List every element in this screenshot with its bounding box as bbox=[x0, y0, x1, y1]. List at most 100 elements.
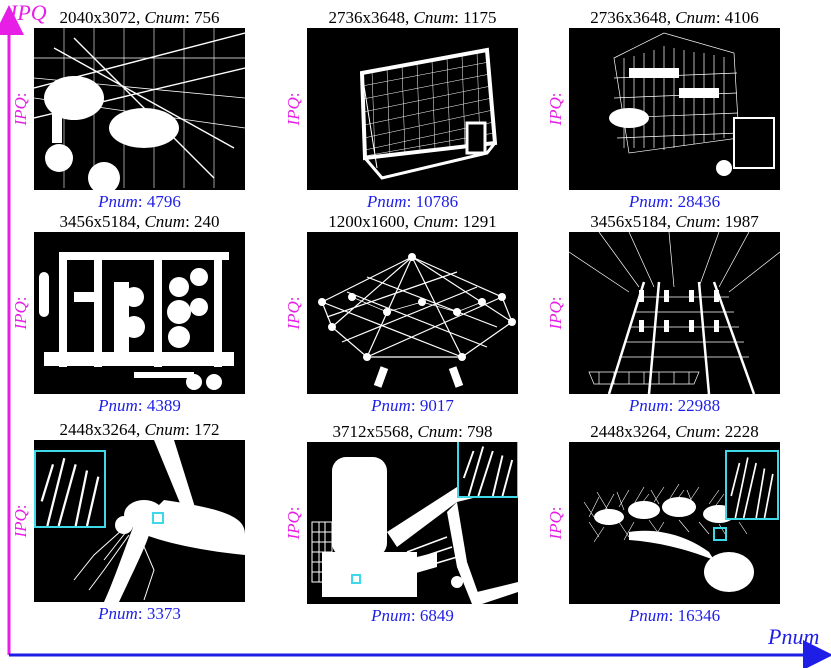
cnum-value: 172 bbox=[194, 420, 220, 439]
mask-image-birdcage bbox=[569, 28, 780, 190]
cnum-label: Cnum bbox=[413, 212, 454, 231]
pnum-value: 9017 bbox=[419, 396, 454, 415]
pnum-value: 4389 bbox=[146, 396, 181, 415]
pnum-value: 28436 bbox=[677, 192, 721, 211]
ipq-caption: IPQ: 317.43 bbox=[10, 28, 115, 190]
ipq-caption: IPQ: 897.43 bbox=[545, 442, 650, 604]
caption-bottom: Pnum: 10786 bbox=[366, 192, 459, 211]
caption-top: 2448x3264, Cnum: 172 bbox=[59, 420, 220, 439]
pnum-value: 3373 bbox=[146, 604, 181, 623]
caption-top: 3712x5568, Cnum: 798 bbox=[332, 422, 493, 441]
ipq-label: IPQ bbox=[11, 97, 30, 126]
mask-image-bonsai-tree bbox=[569, 442, 780, 604]
pnum-label: Pnum bbox=[371, 606, 411, 625]
resolution: 2448x3264 bbox=[590, 422, 667, 441]
mask-image-gym-rack bbox=[34, 232, 245, 394]
ipq-label: IPQ bbox=[284, 301, 303, 330]
pnum-value: 16346 bbox=[677, 606, 721, 625]
resolution: 2736x3648 bbox=[590, 8, 667, 27]
ipq-label: IPQ bbox=[546, 511, 565, 540]
caption-bottom: Pnum: 4796 bbox=[98, 192, 181, 211]
ipq-label: IPQ bbox=[284, 511, 303, 540]
zoom-inset bbox=[34, 450, 106, 528]
cnum-label: Cnum bbox=[417, 422, 459, 441]
cnum-label: Cnum bbox=[144, 212, 186, 231]
ipq-caption: IPQ: 1278.65 bbox=[283, 232, 393, 394]
ipq-caption: IPQ: 2617.69 bbox=[545, 28, 655, 190]
zoom-inset bbox=[725, 450, 779, 520]
cnum-label: Cnum bbox=[144, 420, 186, 439]
pnum-value: 6849 bbox=[419, 606, 454, 625]
ipq-caption: IPQ: 60.54 bbox=[283, 442, 384, 604]
pnum-value: 22988 bbox=[677, 396, 721, 415]
ipq-label: IPQ bbox=[11, 509, 30, 538]
cnum-label: Cnum bbox=[413, 8, 455, 27]
resolution: 3456x5184 bbox=[590, 212, 667, 231]
mask-image-power-tower bbox=[569, 232, 780, 394]
ipq-caption: IPQ: 1764.99 bbox=[545, 232, 655, 394]
pnum-label: Pnum bbox=[628, 396, 669, 415]
pnum-label: Pnum bbox=[371, 396, 411, 415]
pnum-label: Pnum bbox=[628, 606, 669, 625]
cnum-value: 4106 bbox=[724, 8, 759, 27]
pnum-value: 4796 bbox=[146, 192, 181, 211]
cnum-value: 798 bbox=[467, 422, 493, 441]
zoom-marker bbox=[713, 527, 727, 541]
caption-top: 1200x1600, Cnum: 1291 bbox=[328, 212, 497, 231]
cnum-value: 1175 bbox=[463, 8, 497, 27]
resolution: 3456x5184 bbox=[59, 212, 136, 231]
cnum-value: 1291 bbox=[462, 212, 497, 231]
caption-top: 2736x3648, Cnum: 4106 bbox=[590, 8, 759, 27]
pnum-label: Pnum bbox=[628, 192, 669, 211]
mask-image-biplane-wireframe bbox=[34, 28, 245, 190]
caption-bottom: Pnum: 28436 bbox=[628, 192, 721, 211]
cnum-label: Cnum bbox=[675, 212, 716, 231]
zoom-marker bbox=[152, 512, 164, 524]
caption-top: 2736x3648, Cnum: 1175 bbox=[328, 8, 497, 27]
caption-bottom: Pnum: 6849 bbox=[371, 606, 454, 625]
ipq-label: IPQ bbox=[546, 97, 565, 126]
caption-bottom: Pnum: 4389 bbox=[98, 396, 181, 415]
mask-image-dragonfly bbox=[34, 440, 245, 602]
pnum-label: Pnum bbox=[366, 192, 407, 211]
cnum-label: Cnum bbox=[675, 422, 716, 441]
ipq-caption: IPQ: 105.57 bbox=[10, 232, 115, 394]
mask-image-rope-climbing-net bbox=[307, 232, 518, 394]
caption-bottom: Pnum: 16346 bbox=[628, 606, 721, 625]
caption-top: 2040x3072, Cnum: 756 bbox=[59, 8, 220, 27]
ipq-axis-label: IPQ bbox=[10, 0, 47, 25]
ipq-caption: IPQ: 2425.28 bbox=[283, 28, 393, 190]
resolution: 2736x3648 bbox=[328, 8, 406, 27]
caption-top: 2448x3264, Cnum: 2228 bbox=[590, 422, 759, 441]
mask-image-soccer-goal-net bbox=[307, 28, 518, 190]
ipq-label: IPQ bbox=[284, 97, 303, 126]
pnum-label: Pnum bbox=[98, 192, 138, 211]
caption-bottom: Pnum: 22988 bbox=[628, 396, 721, 415]
cnum-value: 1987 bbox=[724, 212, 759, 231]
ipq-label: IPQ bbox=[546, 301, 565, 330]
pnum-label: Pnum bbox=[98, 604, 138, 623]
cnum-value: 2228 bbox=[724, 422, 759, 441]
caption-top: 3456x5184, Cnum: 240 bbox=[59, 212, 220, 231]
ipq-caption: IPQ: 40.97 bbox=[10, 440, 111, 602]
resolution: 2448x3264 bbox=[59, 420, 136, 439]
caption-top: 3456x5184, Cnum: 1987 bbox=[590, 212, 759, 231]
pnum-axis-label: Pnum bbox=[768, 624, 820, 649]
zoom-marker bbox=[351, 574, 361, 584]
caption-bottom: Pnum: 3373 bbox=[98, 604, 181, 623]
ipq-label: IPQ bbox=[11, 301, 30, 330]
mask-image-excavator bbox=[307, 442, 518, 604]
pnum-value: 10786 bbox=[415, 192, 459, 211]
zoom-inset bbox=[457, 442, 518, 498]
resolution: 2040x3072 bbox=[59, 8, 136, 27]
cnum-value: 240 bbox=[194, 212, 220, 231]
caption-bottom: Pnum: 9017 bbox=[371, 396, 454, 415]
